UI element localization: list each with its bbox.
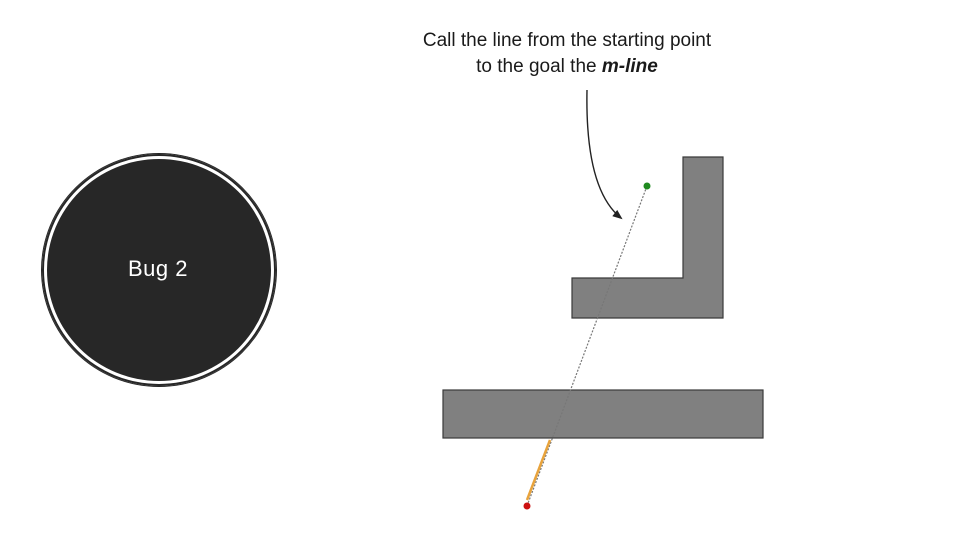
annotation-arrow [586, 89, 623, 220]
bug-circle [41, 153, 277, 387]
goal-point [643, 182, 651, 190]
start-point [523, 502, 531, 510]
annotation-text: Call the line from the starting point to… [422, 30, 712, 77]
obstacle-bar [442, 389, 764, 439]
m-line [526, 185, 648, 507]
annotation-term: m-line [601, 56, 658, 77]
obstacle-l-shape [571, 156, 724, 319]
m-line-annotation: Call the line from the starting point to… [422, 28, 712, 80]
travel-path [525, 439, 552, 501]
bug-title: Bug 2 [128, 256, 188, 281]
